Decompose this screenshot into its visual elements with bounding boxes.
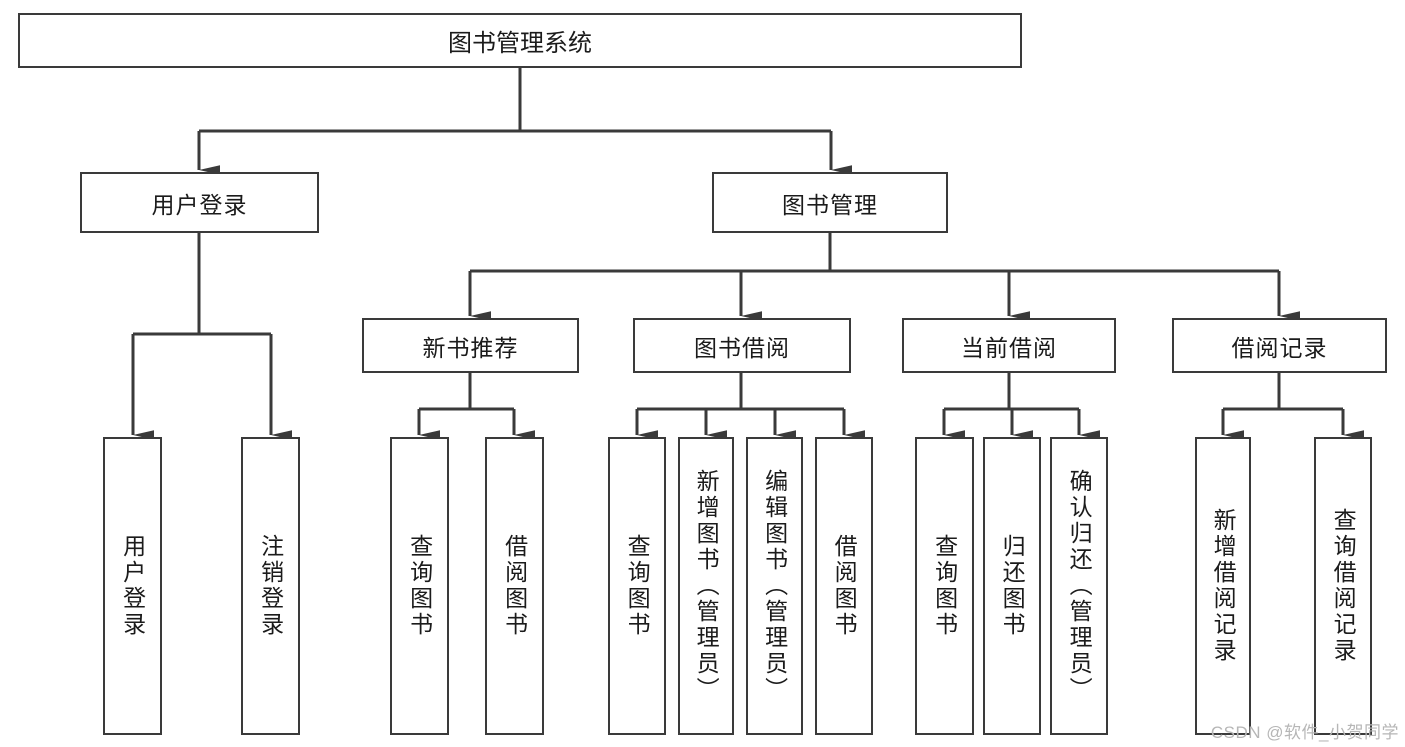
leaf-user-login[interactable]: 用户登录 bbox=[103, 437, 162, 735]
leaf-borrow-book[interactable]: 借阅图书 bbox=[815, 437, 873, 735]
leaf-query-borrow-record[interactable]: 查询借阅记录 bbox=[1314, 437, 1372, 735]
node-label: 图书借阅 bbox=[694, 334, 790, 361]
node-label: 借阅图书 bbox=[501, 534, 528, 638]
node-label: 借阅图书 bbox=[831, 534, 858, 638]
leaf-confirm-return-admin[interactable]: 确认归还（管理员） bbox=[1050, 437, 1108, 735]
watermark: CSDN @软件_小贺同学 bbox=[1210, 723, 1399, 742]
leaf-query-book-current[interactable]: 查询图书 bbox=[915, 437, 974, 735]
node-label: 图书管理 bbox=[782, 191, 878, 218]
node-label: 新书推荐 bbox=[422, 334, 519, 361]
node-label: 当前借阅 bbox=[961, 334, 1057, 361]
node-label: 借阅记录 bbox=[1231, 334, 1328, 361]
node-user-login[interactable]: 用户登录 bbox=[80, 172, 319, 233]
node-current-borrow[interactable]: 当前借阅 bbox=[902, 318, 1116, 373]
node-label: 归还图书 bbox=[999, 534, 1026, 638]
node-label: 查询图书 bbox=[931, 534, 958, 638]
node-borrow-record[interactable]: 借阅记录 bbox=[1172, 318, 1387, 373]
node-label: 查询图书 bbox=[406, 534, 433, 638]
node-label: 注销登录 bbox=[257, 534, 284, 638]
leaf-add-borrow-record[interactable]: 新增借阅记录 bbox=[1195, 437, 1251, 735]
leaf-return-book[interactable]: 归还图书 bbox=[983, 437, 1041, 735]
leaf-logout[interactable]: 注销登录 bbox=[241, 437, 300, 735]
node-book-borrow[interactable]: 图书借阅 bbox=[633, 318, 851, 373]
node-label: 确认归还（管理员） bbox=[1066, 469, 1093, 703]
leaf-query-book-borrow[interactable]: 查询图书 bbox=[608, 437, 666, 735]
node-label: 新增图书（管理员） bbox=[693, 469, 720, 703]
node-label: 查询借阅记录 bbox=[1330, 508, 1357, 664]
node-label: 查询图书 bbox=[624, 534, 651, 638]
node-label: 编辑图书（管理员） bbox=[761, 469, 788, 703]
node-label: 用户登录 bbox=[151, 191, 248, 218]
node-book-management[interactable]: 图书管理 bbox=[712, 172, 948, 233]
node-label: 图书管理系统 bbox=[448, 30, 592, 57]
node-label: 新增借阅记录 bbox=[1210, 508, 1237, 664]
node-new-book-recommend[interactable]: 新书推荐 bbox=[362, 318, 579, 373]
leaf-borrow-book-recommend[interactable]: 借阅图书 bbox=[485, 437, 544, 735]
node-label: 用户登录 bbox=[119, 534, 146, 638]
leaf-query-book-recommend[interactable]: 查询图书 bbox=[390, 437, 449, 735]
node-root[interactable]: 图书管理系统 bbox=[18, 13, 1022, 68]
leaf-add-book-admin[interactable]: 新增图书（管理员） bbox=[678, 437, 734, 735]
leaf-edit-book-admin[interactable]: 编辑图书（管理员） bbox=[746, 437, 803, 735]
